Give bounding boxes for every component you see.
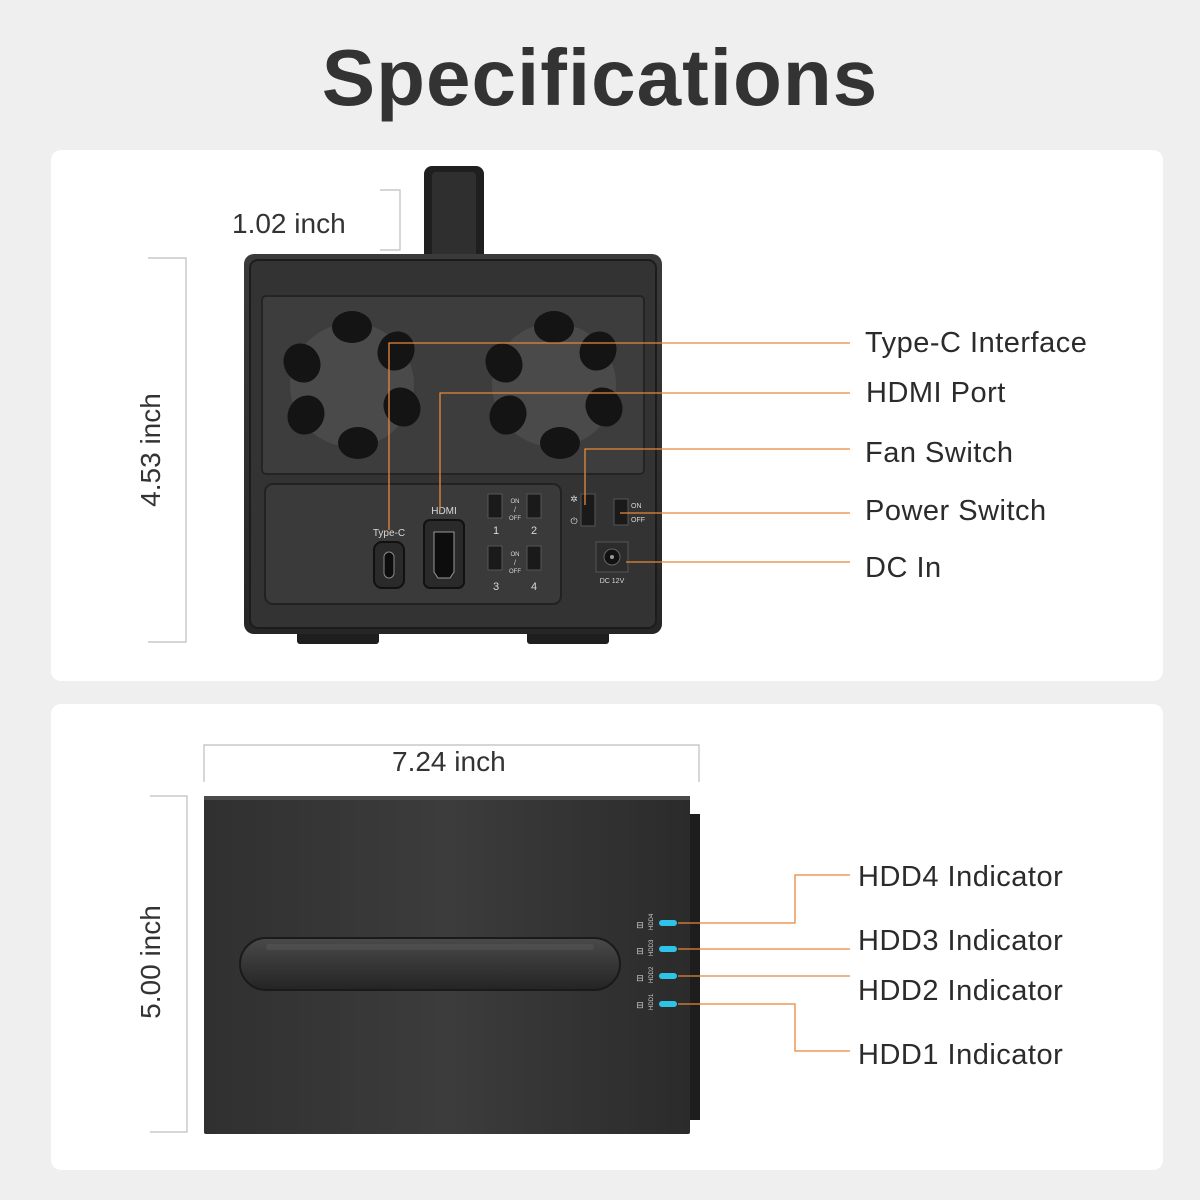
callout-hdmi-port: HDMI Port (866, 377, 1006, 409)
drive-icon: ⊟ (636, 920, 644, 930)
width-dimension: 7.24 inch (392, 746, 506, 777)
callout-type-c-interface: Type-C Interface (865, 327, 1088, 359)
hdd1-indicator: ⊟ HDD1 (636, 993, 677, 1010)
fan-left (283, 311, 421, 459)
dimension-lines-top (150, 744, 700, 1133)
hdd1-led-label: HDD1 (649, 993, 655, 1010)
drive-switch-1[interactable] (487, 493, 503, 519)
switch-slash-label: / (514, 560, 516, 567)
drive-icon: ⊟ (636, 1000, 644, 1010)
hdd4-indicator: ⊟ HDD4 (636, 913, 677, 930)
fan-off-icon: ⏻ (570, 516, 577, 526)
drive-switch-4[interactable] (526, 545, 542, 571)
hdd-indicators: ⊟ HDD4 ⊟ HDD3 ⊟ HDD2 ⊟ HDD1 (636, 913, 677, 1010)
drive-icon: ⊟ (636, 973, 644, 983)
switch-on-label: ON (511, 552, 520, 558)
top-handle (239, 937, 621, 991)
depth-dimension: 5.00 inch (135, 905, 166, 1019)
switch-number-4: 4 (531, 581, 537, 593)
handle-height-dimension: 1.02 inch (232, 208, 346, 239)
callout-power-switch: Power Switch (865, 495, 1047, 527)
hdd4-led-label: HDD4 (649, 913, 655, 930)
drive-switch-3[interactable] (487, 545, 503, 571)
switch-on-label: ON (511, 499, 520, 505)
drive-switches: ON / OFF ON / OFF 1 2 3 4 (487, 493, 542, 593)
callout-dc-in: DC In (865, 552, 942, 584)
port-panel (264, 483, 562, 605)
page-title: Specifications (321, 33, 879, 122)
type-c-port-label: Type-C (373, 528, 405, 539)
power-off-label: OFF (631, 517, 645, 524)
switch-number-1: 1 (493, 525, 499, 537)
hdd3-indicator: ⊟ HDD3 (636, 939, 677, 956)
callout-hdd2-indicator: HDD2 Indicator (858, 975, 1064, 1007)
switch-off-label: OFF (509, 569, 521, 575)
fan-icon: ✲ (570, 494, 578, 504)
callout-hdd1-indicator: HDD1 Indicator (858, 1039, 1064, 1071)
power-switch[interactable] (613, 498, 629, 526)
hdd3-led-label: HDD3 (649, 939, 655, 956)
leader-lines-front (388, 342, 850, 563)
drive-icon: ⊟ (636, 946, 644, 956)
drive-switch-2[interactable] (526, 493, 542, 519)
hdd2-led-label: HDD2 (649, 966, 655, 983)
hdd2-indicator: ⊟ HDD2 (636, 966, 677, 983)
callout-hdd4-indicator: HDD4 Indicator (858, 861, 1064, 893)
dimension-lines-front (148, 189, 401, 643)
switch-number-3: 3 (493, 581, 499, 593)
height-dimension: 4.53 inch (135, 393, 166, 507)
leader-lines-top (678, 874, 850, 1052)
switch-off-label: OFF (509, 516, 521, 522)
dc-in-label: DC 12V (600, 578, 625, 585)
switch-slash-label: / (514, 507, 516, 514)
callout-hdd3-indicator: HDD3 Indicator (858, 925, 1064, 957)
callout-fan-switch: Fan Switch (865, 437, 1014, 469)
fan-right (485, 311, 623, 459)
power-on-label: ON (631, 503, 642, 510)
switch-number-2: 2 (531, 525, 537, 537)
hdmi-port-label: HDMI (431, 506, 457, 517)
